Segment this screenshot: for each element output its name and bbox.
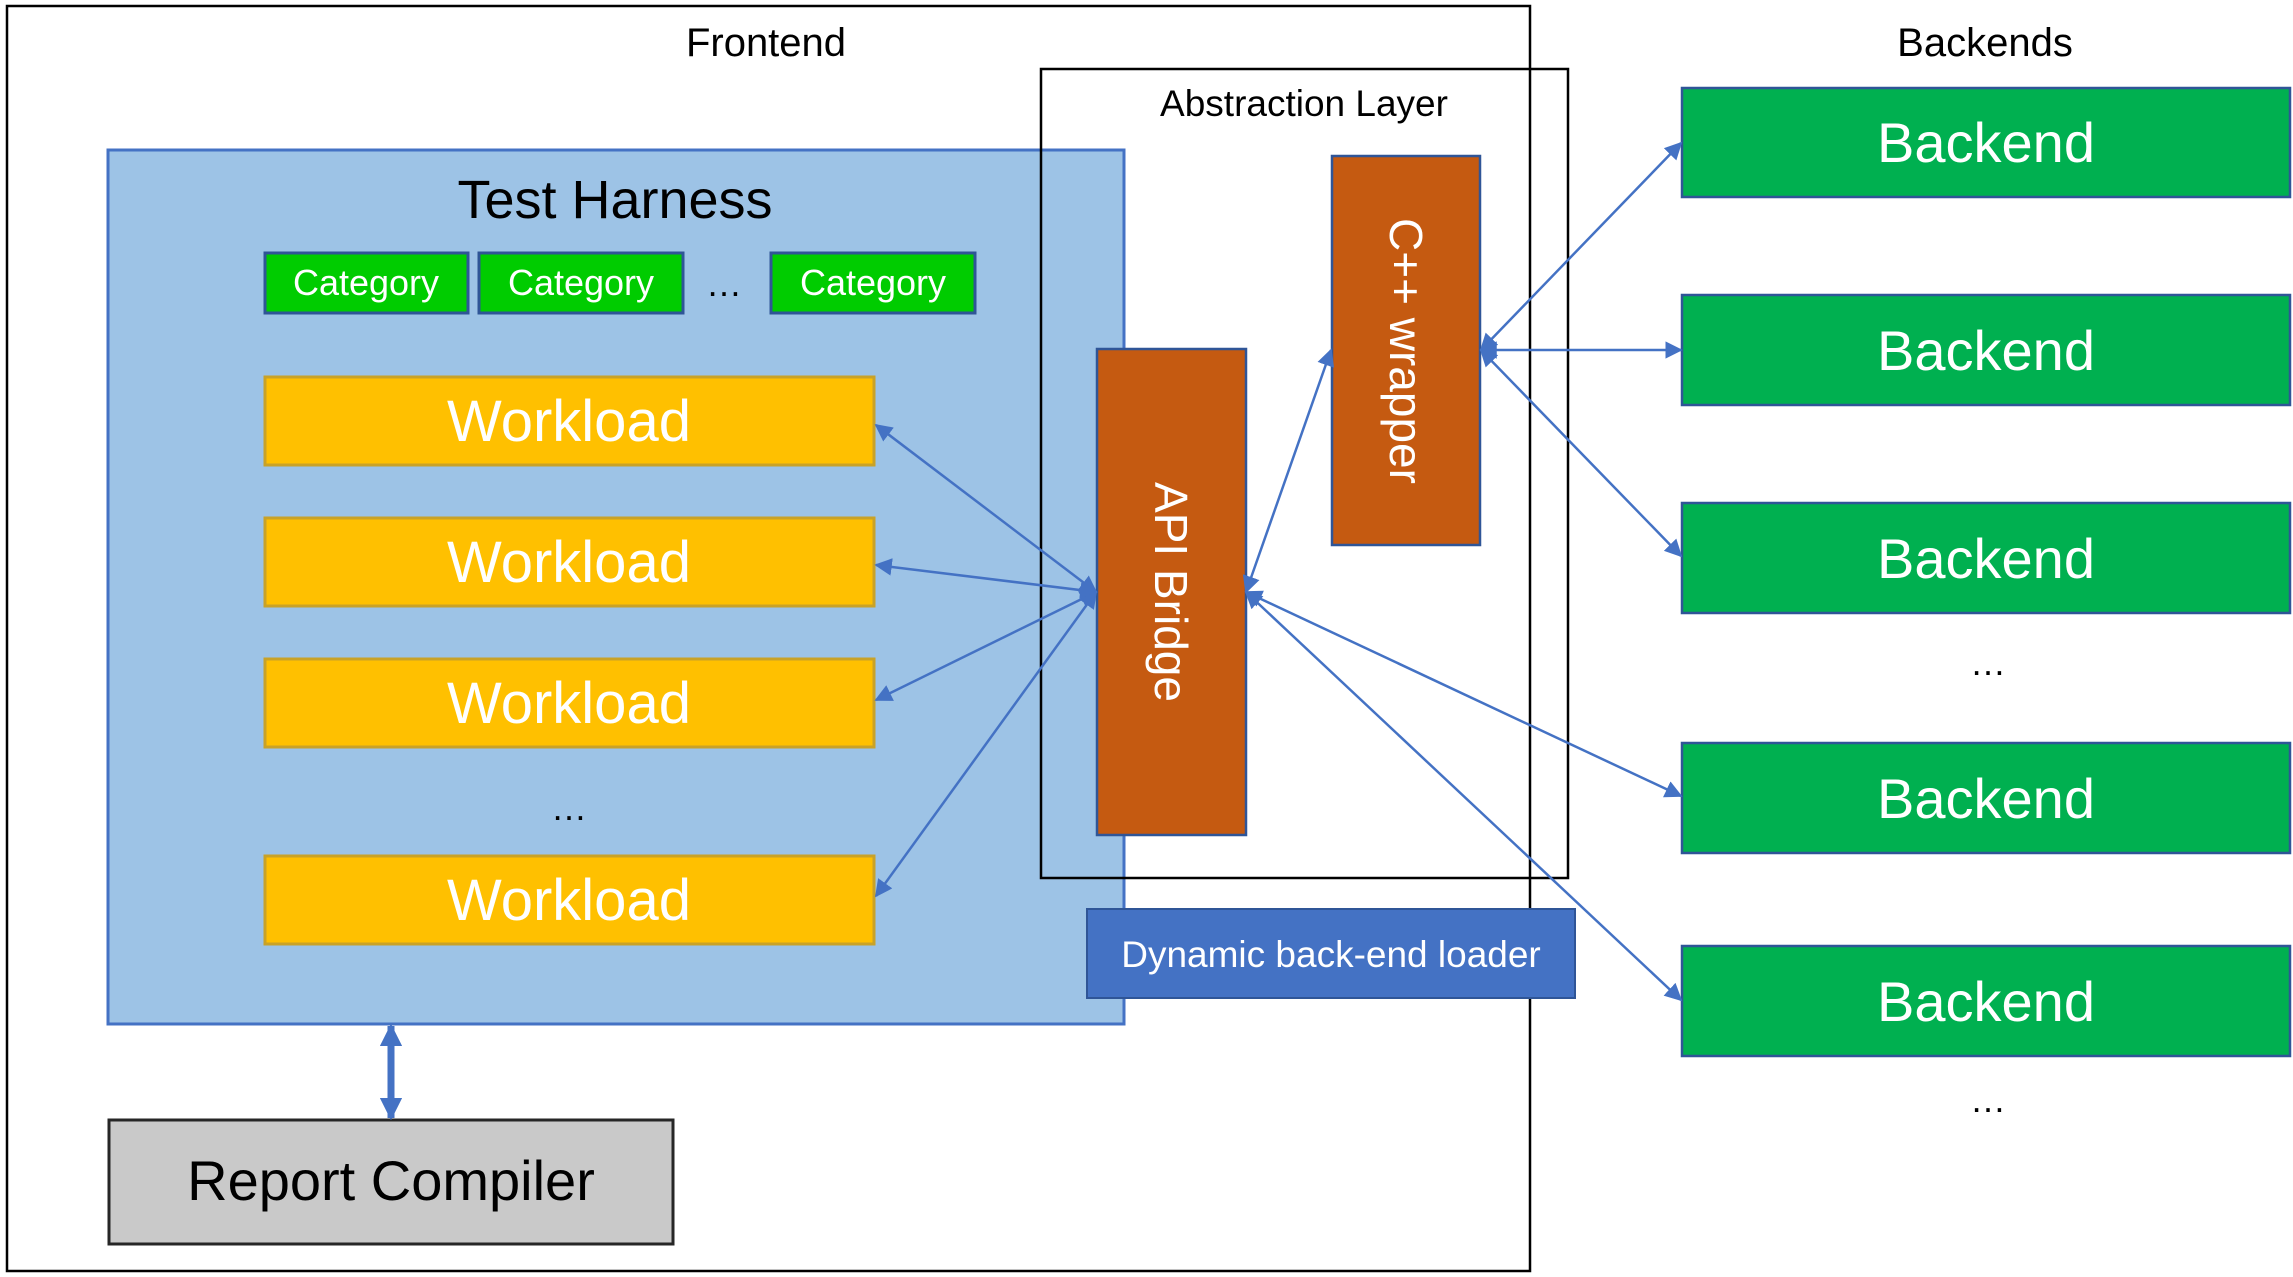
svg-text:Backend: Backend (1877, 970, 2095, 1033)
svg-text:Workload: Workload (447, 530, 691, 595)
report-compiler: Report Compiler (107, 1118, 675, 1246)
svg-text:Category: Category (800, 262, 946, 303)
arrow-bridge-wrapper (1242, 348, 1335, 594)
backend-2: Backend (1680, 293, 2292, 407)
workload-1: Workload (263, 375, 876, 467)
abstraction-layer-label: Abstraction Layer (1160, 83, 1448, 124)
arrow-wrapper-backend1 (1479, 141, 1683, 352)
category-2: Category (477, 251, 685, 315)
backends-ellipsis-mid: … (1970, 642, 2006, 683)
api-bridge: API Bridge (1095, 347, 1248, 837)
test-harness-title: Test Harness (457, 170, 772, 230)
category-1: Category (263, 251, 470, 315)
svg-text:Workload: Workload (447, 671, 691, 736)
backend-3: Backend (1680, 501, 2292, 615)
backend-1: Backend (1680, 86, 2292, 199)
svg-text:Backend: Backend (1877, 319, 2095, 382)
backends-ellipsis-end: … (1970, 1079, 2006, 1120)
cpp-wrapper: C++ wrapper (1330, 154, 1482, 547)
svg-text:Backend: Backend (1877, 767, 2095, 830)
svg-text:Workload: Workload (447, 868, 691, 933)
svg-text:Dynamic back-end loader: Dynamic back-end loader (1121, 934, 1541, 975)
svg-text:Category: Category (508, 262, 654, 303)
svg-text:Backend: Backend (1877, 527, 2095, 590)
arrow-bridge-backend4 (1244, 590, 1683, 798)
category-3: Category (769, 251, 977, 315)
svg-text:API Bridge: API Bridge (1145, 482, 1197, 702)
arrow-bridge-backend5 (1244, 590, 1683, 1002)
workload-4: Workload (263, 854, 876, 946)
workload-3: Workload (263, 657, 876, 749)
dynamic-backend-loader: Dynamic back-end loader (1086, 908, 1576, 999)
arrow-workload4-bridge (874, 590, 1098, 898)
svg-text:Report Compiler: Report Compiler (187, 1149, 595, 1212)
workload-2: Workload (263, 516, 876, 608)
frontend-label: Frontend (686, 21, 846, 65)
categories-ellipsis: … (706, 263, 742, 304)
backend-4: Backend (1680, 741, 2292, 855)
backends-header: Backends (1897, 21, 2073, 65)
arrow-workload2-bridge (874, 558, 1098, 599)
connectors (379, 141, 1683, 1121)
backend-5: Backend (1680, 944, 2292, 1058)
svg-text:Category: Category (293, 262, 439, 303)
arrow-wrapper-backend3 (1479, 348, 1683, 558)
svg-text:Backend: Backend (1877, 111, 2095, 174)
workloads-ellipsis: … (551, 787, 587, 828)
svg-text:C++ wrapper: C++ wrapper (1380, 218, 1432, 484)
svg-text:Workload: Workload (447, 389, 691, 454)
